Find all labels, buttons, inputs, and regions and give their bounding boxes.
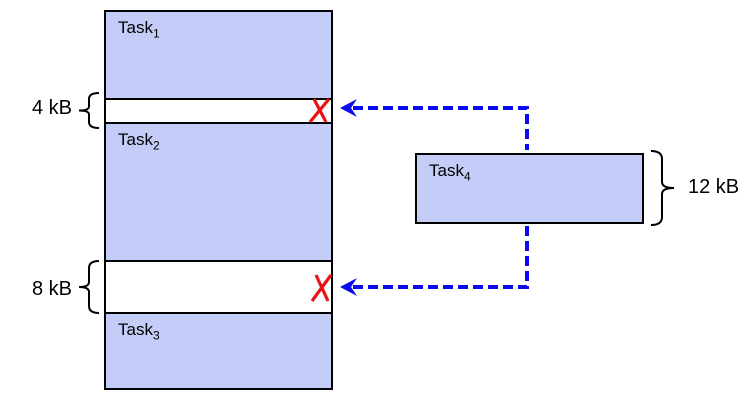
gap2-size-label: 8 kB [31, 278, 72, 300]
task3-block: Task3 [104, 312, 333, 390]
arrowhead-top-icon [340, 99, 357, 117]
task4-size-label: 12 kB [688, 176, 740, 198]
arrowhead-bottom-icon [340, 278, 357, 296]
task4-label: Task4 [429, 161, 471, 184]
task4-block: Task4 [415, 153, 644, 224]
gap1-size-label: 4 kB [31, 97, 72, 119]
reject-x-gap1-icon [308, 98, 331, 123]
dashed-connector-top [353, 106, 529, 150]
task3-label: Task3 [118, 320, 160, 343]
task2-label: Task2 [118, 130, 160, 153]
reject-x-gap2-icon [310, 274, 333, 302]
gap2-brace-icon [78, 260, 100, 314]
dashed-connector-bottom [353, 226, 529, 289]
task4-brace-icon [650, 150, 675, 226]
task2-block: Task2 [104, 122, 333, 262]
gap1-brace-icon [78, 92, 100, 129]
task1-block: Task1 [104, 10, 333, 100]
task1-label: Task1 [118, 18, 160, 41]
